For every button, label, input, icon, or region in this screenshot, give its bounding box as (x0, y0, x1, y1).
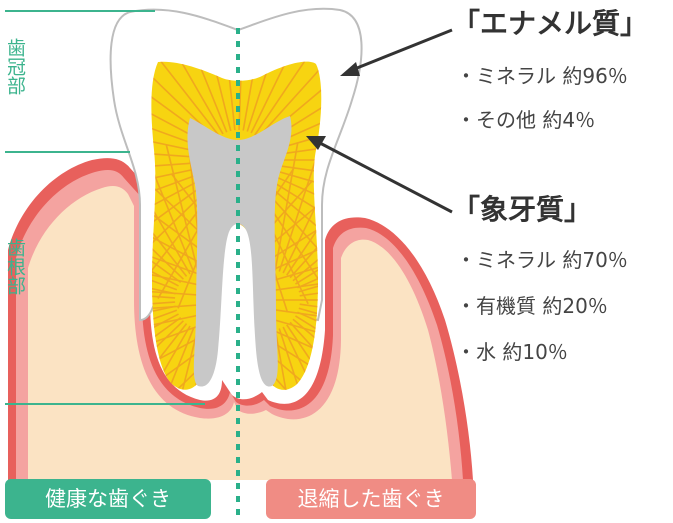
enamel-title: 「エナメル質」 (452, 7, 649, 40)
enamel-item-other: ・その他 約4％ (456, 108, 596, 132)
dentin-arrow (306, 136, 453, 214)
receded-gum-badge: 退縮した歯ぐき (266, 479, 476, 519)
dentin-item-organic: ・有機質 約20％ (456, 294, 608, 318)
enamel-arrow (340, 28, 453, 76)
healthy-gum-badge: 健康な歯ぐき (5, 479, 211, 519)
enamel-item-mineral: ・ミネラル 約96％ (456, 64, 628, 88)
section-guides (5, 10, 205, 405)
dentin-item-mineral: ・ミネラル 約70％ (456, 248, 628, 272)
root-label: 歯根部 (4, 238, 26, 295)
crown-label: 歯冠部 (4, 38, 26, 95)
pulp (187, 116, 292, 387)
bone (28, 186, 452, 480)
dentin-item-water: ・水 約10％ (456, 340, 568, 364)
dentin-title: 「象牙質」 (452, 193, 593, 226)
